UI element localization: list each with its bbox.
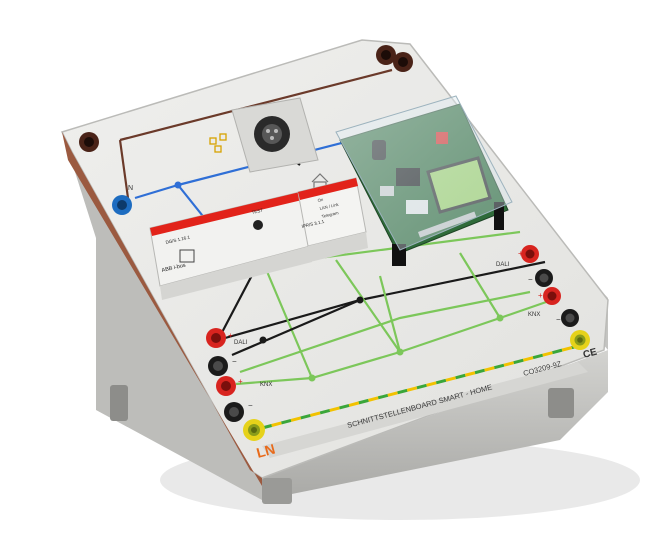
knx-label-left: KNX — [260, 382, 272, 388]
knx-socket-black-left[interactable] — [224, 402, 244, 422]
controller-pcb — [335, 95, 513, 266]
brown-wire — [118, 68, 393, 199]
ce-mark: CE — [582, 347, 599, 361]
xlr-connector[interactable] — [231, 97, 319, 173]
ip-router-led-on: On — [317, 197, 324, 203]
dali-gateway-brand: ABB i-bus — [161, 263, 186, 274]
dali-socket-black-left[interactable] — [208, 356, 228, 376]
brand-logo: LN — [255, 441, 277, 461]
test-label: TEST — [251, 207, 264, 215]
dali-socket-red-left[interactable] — [206, 328, 226, 348]
earth-socket-right[interactable] — [570, 330, 590, 350]
ip-router-module: IPR/S 3.1.1 On LAN / Link Telegram — [297, 177, 368, 262]
knx-minus-left: − — [248, 401, 253, 410]
knx-plus-right: + — [538, 291, 543, 300]
dali-label-left: DALI — [234, 340, 248, 346]
dali-gateway-model: DG/S 1.16.1 — [165, 234, 191, 245]
corner-socket-top-left[interactable] — [79, 132, 99, 152]
dali-socket-red-right[interactable] — [521, 245, 539, 263]
dali-plus-left: + — [228, 331, 233, 340]
earth-stripe — [261, 344, 579, 430]
ip-router-model: IPR/S 3.1.1 — [301, 219, 325, 229]
green-wire-verticals — [378, 252, 501, 353]
dali-socket-black-right[interactable] — [535, 269, 553, 287]
dali-minus-left: − — [232, 357, 237, 366]
dali-minus-right: − — [528, 275, 533, 284]
green-wire — [239, 230, 531, 379]
knx-socket-red-left[interactable] — [216, 376, 236, 396]
earth-socket-left[interactable] — [243, 419, 265, 441]
ip-router-led-telegram: Telegram — [321, 210, 339, 219]
knx-terminal-left: KNX + − — [216, 376, 272, 422]
corner-socket-top-right[interactable] — [393, 52, 413, 72]
knx-terminal-right: KNX + − — [528, 287, 579, 327]
knx-socket-red-right[interactable] — [543, 287, 561, 305]
network-icon — [209, 133, 227, 153]
knx-label-right: KNX — [528, 312, 540, 318]
dali-label-right: DALI — [496, 262, 510, 268]
corner-socket-top-center[interactable] — [376, 45, 396, 65]
knx-minus-right: − — [556, 315, 561, 324]
acrylic-cover — [335, 95, 513, 251]
knx-plus-left: + — [238, 377, 243, 386]
dali-plus-right: + — [518, 249, 523, 258]
svg-text:LN: LN — [255, 441, 277, 461]
n-label-left: N — [128, 185, 133, 192]
n-socket-left[interactable] — [112, 195, 132, 215]
junction-dots — [174, 181, 504, 382]
test-button[interactable] — [253, 220, 263, 230]
knx-socket-black-right[interactable] — [561, 309, 579, 327]
dali-terminal-right: DALI + − — [496, 245, 553, 287]
ip-router-led-link: LAN / Link — [319, 202, 340, 211]
black-wire-lower — [231, 298, 361, 357]
dali-terminal-left: DALI + − — [206, 328, 248, 376]
